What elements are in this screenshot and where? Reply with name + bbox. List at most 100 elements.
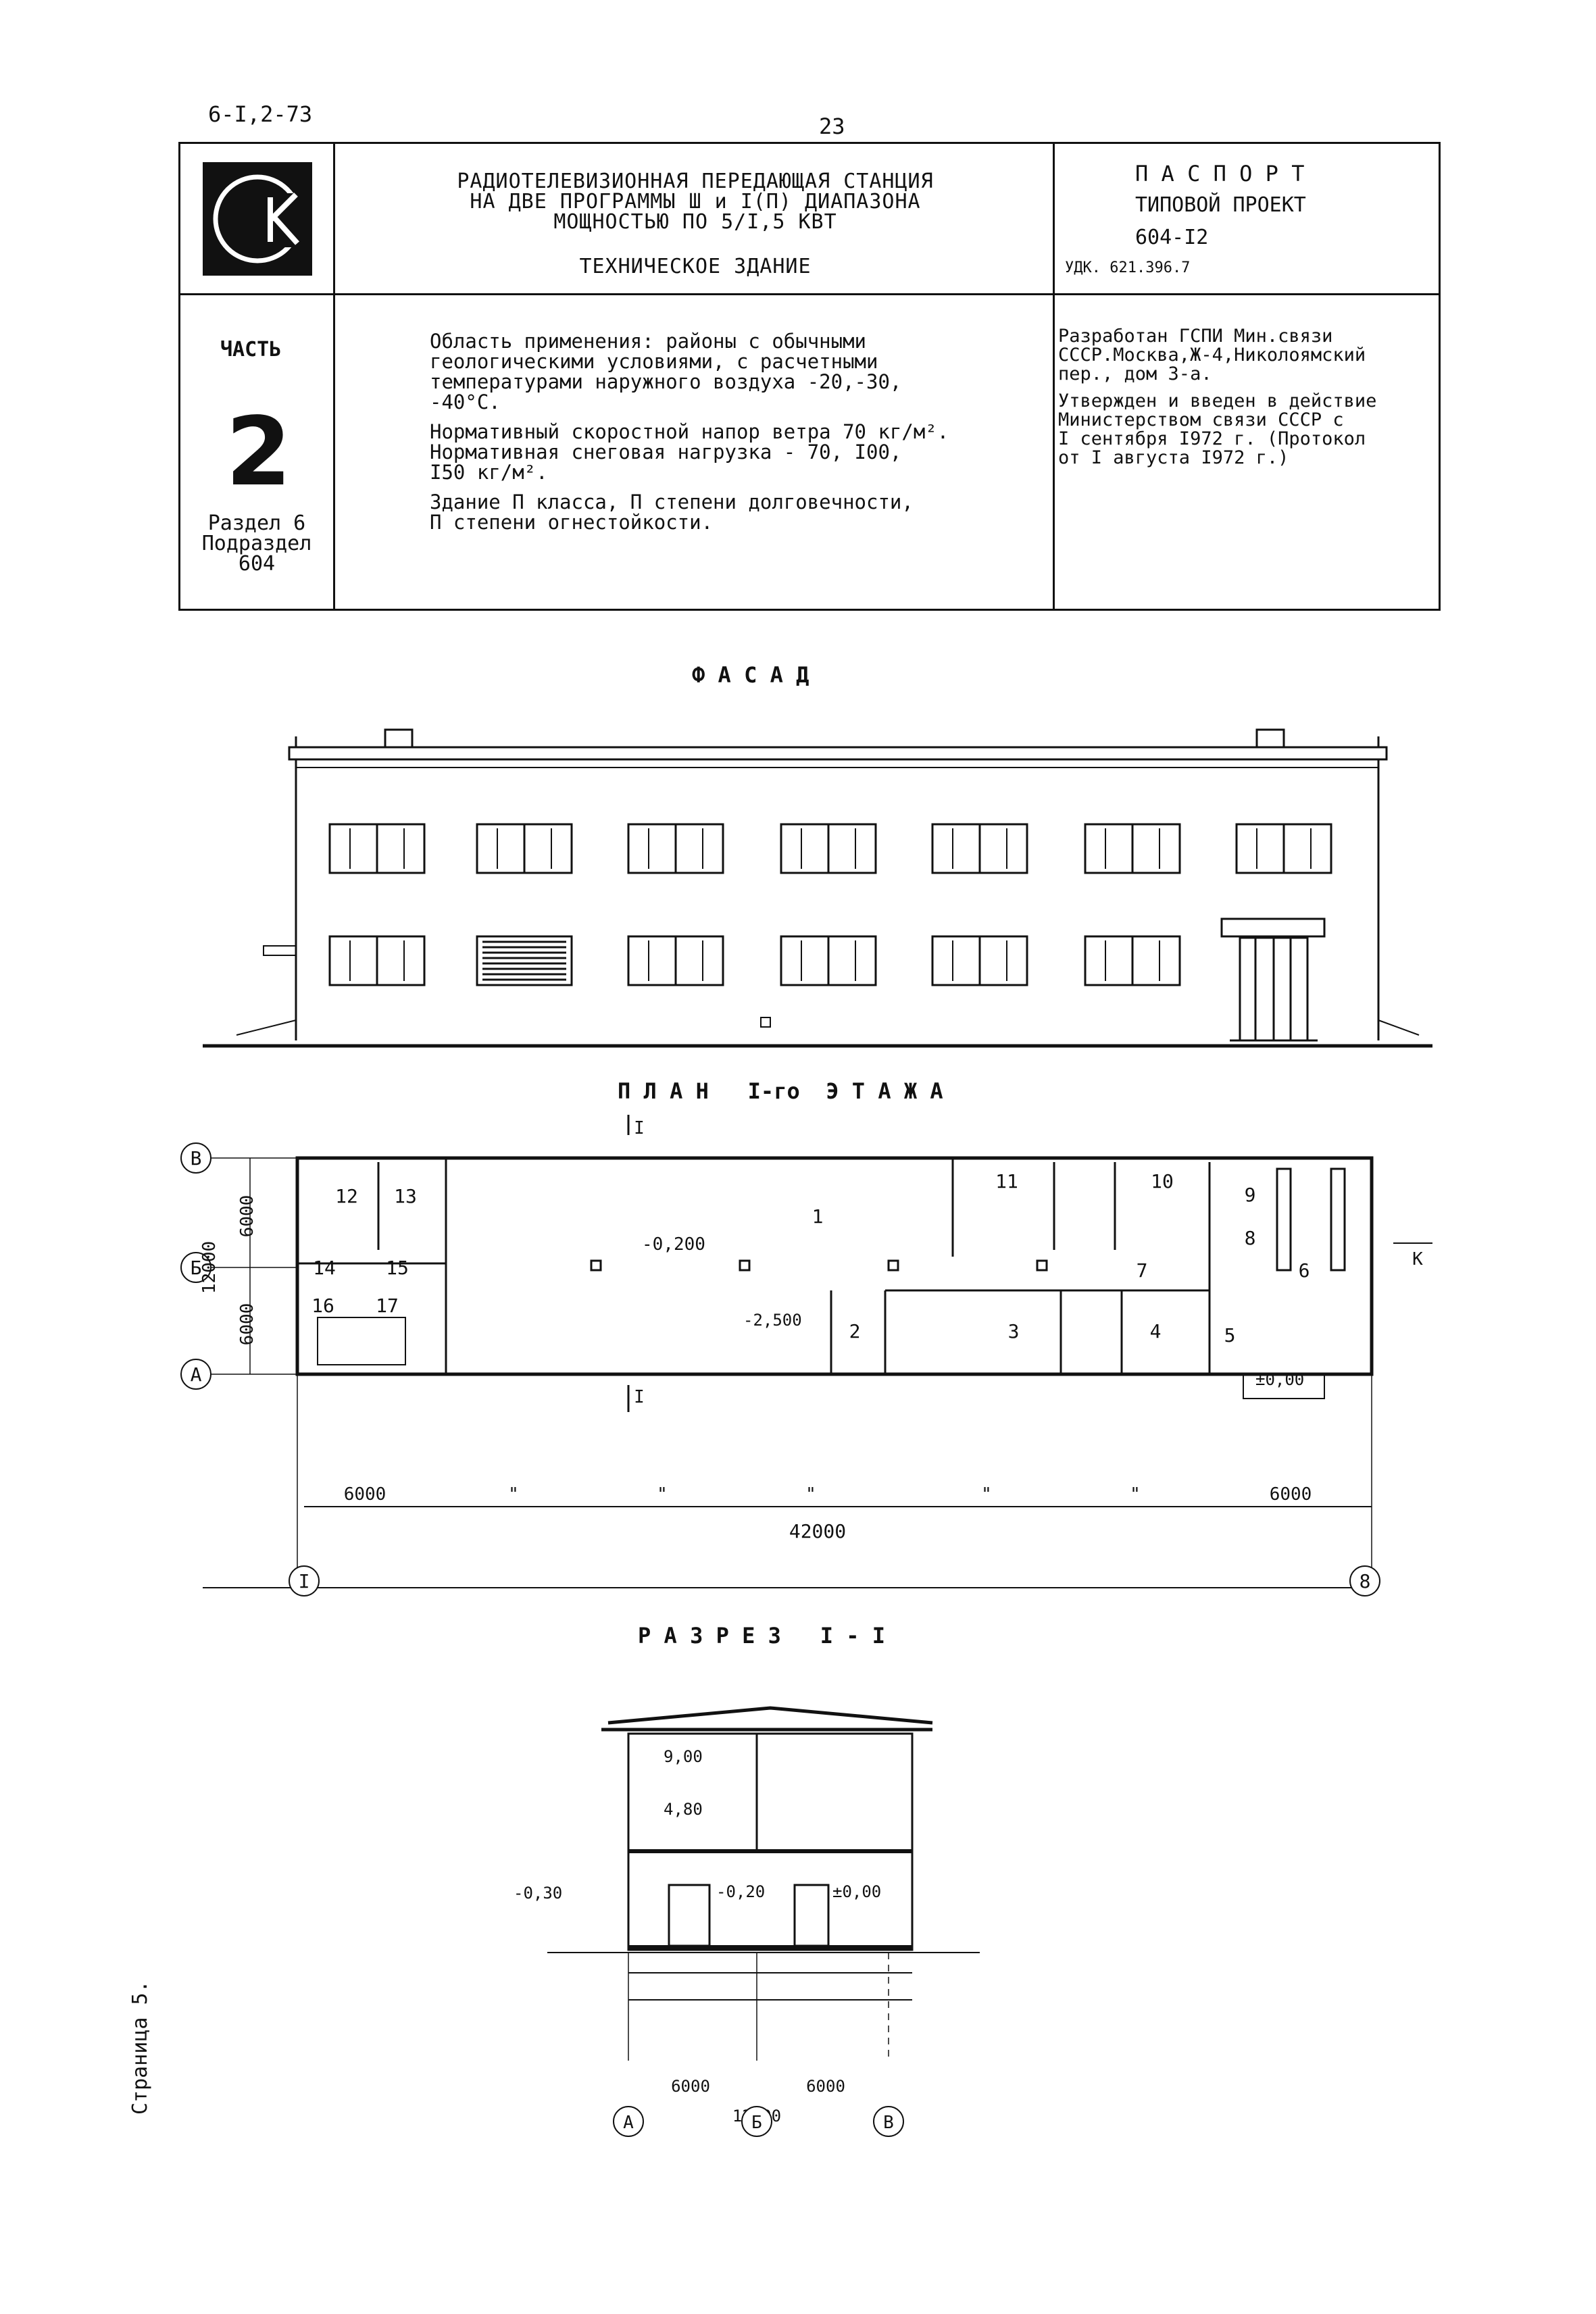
axis-label: Б xyxy=(751,2113,762,2133)
facade-window xyxy=(1084,935,1181,986)
passport-label: П А С П О Р Т xyxy=(1135,161,1305,186)
section-label: Раздел 6 xyxy=(207,511,306,535)
title-block-divider xyxy=(178,293,1439,295)
room-number: 12 xyxy=(335,1185,358,1207)
application-line: геологическими условиями, с расчетными xyxy=(430,350,878,373)
wind-load-line: Нормативный скоростной напор ветра 70 кг… xyxy=(430,420,949,443)
room-number: 4 xyxy=(1150,1320,1162,1342)
approval-line: от I августа I972 г.) xyxy=(1058,447,1289,468)
plan-dimension: " xyxy=(508,1484,519,1505)
building-class-line: Здание П класса, П степени долговечности… xyxy=(430,491,914,513)
room-number: 16 xyxy=(311,1294,334,1317)
room-number: 7 xyxy=(1137,1259,1148,1282)
developer-info: Разработан ГСПИ Мин.связи СССР.Москва,Ж-… xyxy=(1058,327,1437,468)
section-mark: I xyxy=(634,1387,645,1407)
application-line: Область применения: районы с обычными xyxy=(430,330,867,353)
facade-windows xyxy=(328,823,1332,986)
cross-section: 9,004,80-0,30-0,20±0,006000600012000АБВ xyxy=(514,1706,980,2137)
level-mark: -0,200 xyxy=(642,1234,705,1255)
section-title: Р А З Р Е З I - I xyxy=(638,1623,886,1649)
title-block-vline-2 xyxy=(1053,142,1055,609)
plan-dimension: 6000 xyxy=(237,1195,257,1238)
plan-dimension: " xyxy=(657,1484,668,1505)
title-block xyxy=(178,142,1441,611)
section-level: 4,80 xyxy=(664,1800,703,1819)
axis-label: В xyxy=(191,1147,202,1169)
room-number: 11 xyxy=(995,1170,1018,1192)
room-number: 8 xyxy=(1245,1227,1256,1249)
room-number: 10 xyxy=(1151,1170,1174,1192)
section-labels: 9,004,80-0,30-0,20±0,006000600012000АБВ xyxy=(514,1747,904,2137)
station-title: РАДИОТЕЛЕВИЗИОННАЯ ПЕРЕДАЮЩАЯ СТАНЦИЯ НА… xyxy=(338,172,1053,232)
axis-label: 8 xyxy=(1360,1570,1371,1592)
plan-dimension: 6000 xyxy=(1270,1484,1312,1505)
room-number: 15 xyxy=(386,1257,409,1279)
title-line-2: НА ДВЕ ПРОГРАММЫ Ш и I(П) ДИАПАЗОНА xyxy=(470,190,921,213)
facade-window xyxy=(780,935,877,986)
document-code: 6-I,2-73 xyxy=(208,101,313,127)
room-number: 2 xyxy=(849,1320,861,1342)
room-number: 9 xyxy=(1245,1184,1256,1206)
entry-mark: К xyxy=(1412,1249,1423,1269)
part-section: Раздел 6 Подраздел 604 xyxy=(180,513,334,574)
project-type: ТИПОВОЙ ПРОЕКТ xyxy=(1135,193,1306,217)
plan-dimension: " xyxy=(1130,1484,1141,1505)
entrance-canopy xyxy=(1220,917,1326,1042)
title-block-vline-1 xyxy=(333,142,335,609)
plan-dimension: 6000 xyxy=(344,1484,386,1505)
plan-title: П Л А Н I-го Э Т А Ж А xyxy=(618,1078,943,1104)
axis-bubble xyxy=(873,2106,904,2137)
axis-bubble xyxy=(1349,1565,1380,1596)
section-level: ±0,00 xyxy=(832,1882,881,1901)
facade-title: Ф А С А Д xyxy=(692,662,809,688)
logo-mark xyxy=(213,174,312,263)
room-number: 3 xyxy=(1008,1320,1020,1342)
section-dimension: 6000 xyxy=(671,2077,710,2096)
approval-line: Министерством связи СССР с xyxy=(1058,409,1344,430)
application-area: Область применения: районы с обычными ге… xyxy=(430,331,1038,532)
axis-bubble xyxy=(180,1252,211,1283)
room-number: 14 xyxy=(313,1257,336,1279)
logo xyxy=(203,162,312,276)
facade-window xyxy=(780,823,877,874)
page-number: 23 xyxy=(819,114,845,139)
plan-dimension: " xyxy=(805,1484,816,1505)
plan-dimension: 6000 xyxy=(237,1303,257,1346)
snow-load-line: Нормативная снеговая нагрузка - 70, I00, xyxy=(430,441,902,463)
facade-window xyxy=(1084,823,1181,874)
building-class-line: П степени огнестойкости. xyxy=(430,511,714,534)
section-level: 9,00 xyxy=(664,1747,703,1766)
axis-bubble xyxy=(741,2106,772,2137)
level-mark: -2,500 xyxy=(743,1311,802,1330)
facade-window xyxy=(627,935,724,986)
section-level: -0,20 xyxy=(716,1882,765,1901)
page-margin-note: Страница 5. xyxy=(128,1980,152,2115)
title-line-1: РАДИОТЕЛЕВИЗИОННАЯ ПЕРЕДАЮЩАЯ СТАНЦИЯ xyxy=(457,170,934,193)
facade-window xyxy=(1235,823,1332,874)
level-mark: ±0,00 xyxy=(1255,1370,1304,1389)
approval-line: I сентября I972 г. (Протокол xyxy=(1058,428,1366,449)
axis-label: А xyxy=(191,1363,202,1386)
facade-window xyxy=(931,935,1028,986)
project-number: 604-I2 xyxy=(1135,226,1209,249)
facade-window xyxy=(627,823,724,874)
axis-bubble xyxy=(289,1565,320,1596)
room-number: 6 xyxy=(1299,1259,1310,1282)
axis-bubble xyxy=(180,1359,211,1390)
facade-drawing xyxy=(203,728,1432,1048)
axis-label: I xyxy=(299,1570,310,1592)
building-subtitle: ТЕХНИЧЕСКОЕ ЗДАНИЕ xyxy=(579,255,812,278)
developer-line: пер., дом 3-а. xyxy=(1058,363,1212,384)
axis-bubble xyxy=(613,2106,644,2137)
plan-dimension: 12000 xyxy=(199,1241,220,1294)
axis-label: Б xyxy=(191,1257,202,1279)
section-level: -0,30 xyxy=(514,1884,562,1903)
facade-vent xyxy=(760,1017,771,1028)
room-number: 17 xyxy=(376,1294,399,1317)
subsection-label: Подраздел xyxy=(201,532,312,555)
room-number: 5 xyxy=(1224,1324,1236,1347)
room-number: 13 xyxy=(394,1185,417,1207)
